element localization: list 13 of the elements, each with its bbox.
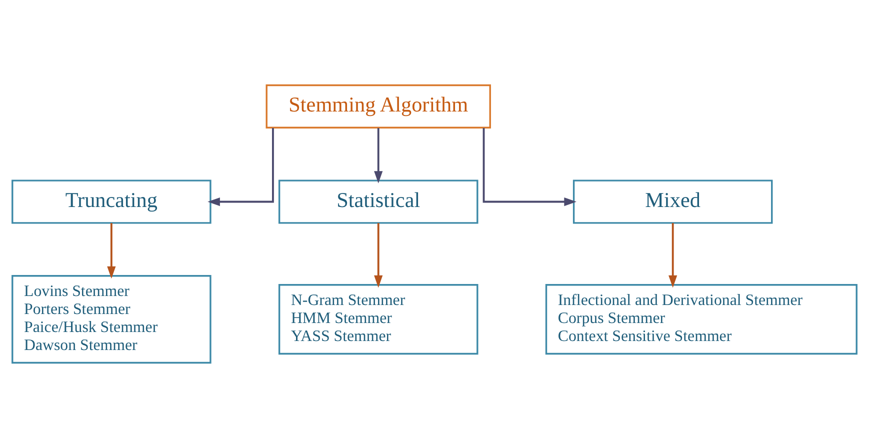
node-box: Truncating (12, 180, 212, 224)
arrow (668, 223, 678, 288)
node-box: Mixed (572, 180, 773, 224)
node-box: Stemming Algorithm (266, 84, 491, 128)
arrow (482, 128, 576, 206)
node-box: Inflectional and Derivational Stemmer Corpus Stemmer Context Sensitive Stemmer (545, 284, 858, 355)
arrow (107, 223, 116, 279)
node-box: N-Gram Stemmer HMM Stemmer YASS Stemmer (278, 284, 478, 355)
arrow (208, 128, 274, 206)
arrow (374, 223, 383, 288)
node-box: Lovins Stemmer Porters Stemmer Paice/Husk Stemmer Dawson Stemmer (12, 275, 212, 364)
node-box: Statistical (278, 180, 478, 224)
arrow (374, 128, 383, 184)
